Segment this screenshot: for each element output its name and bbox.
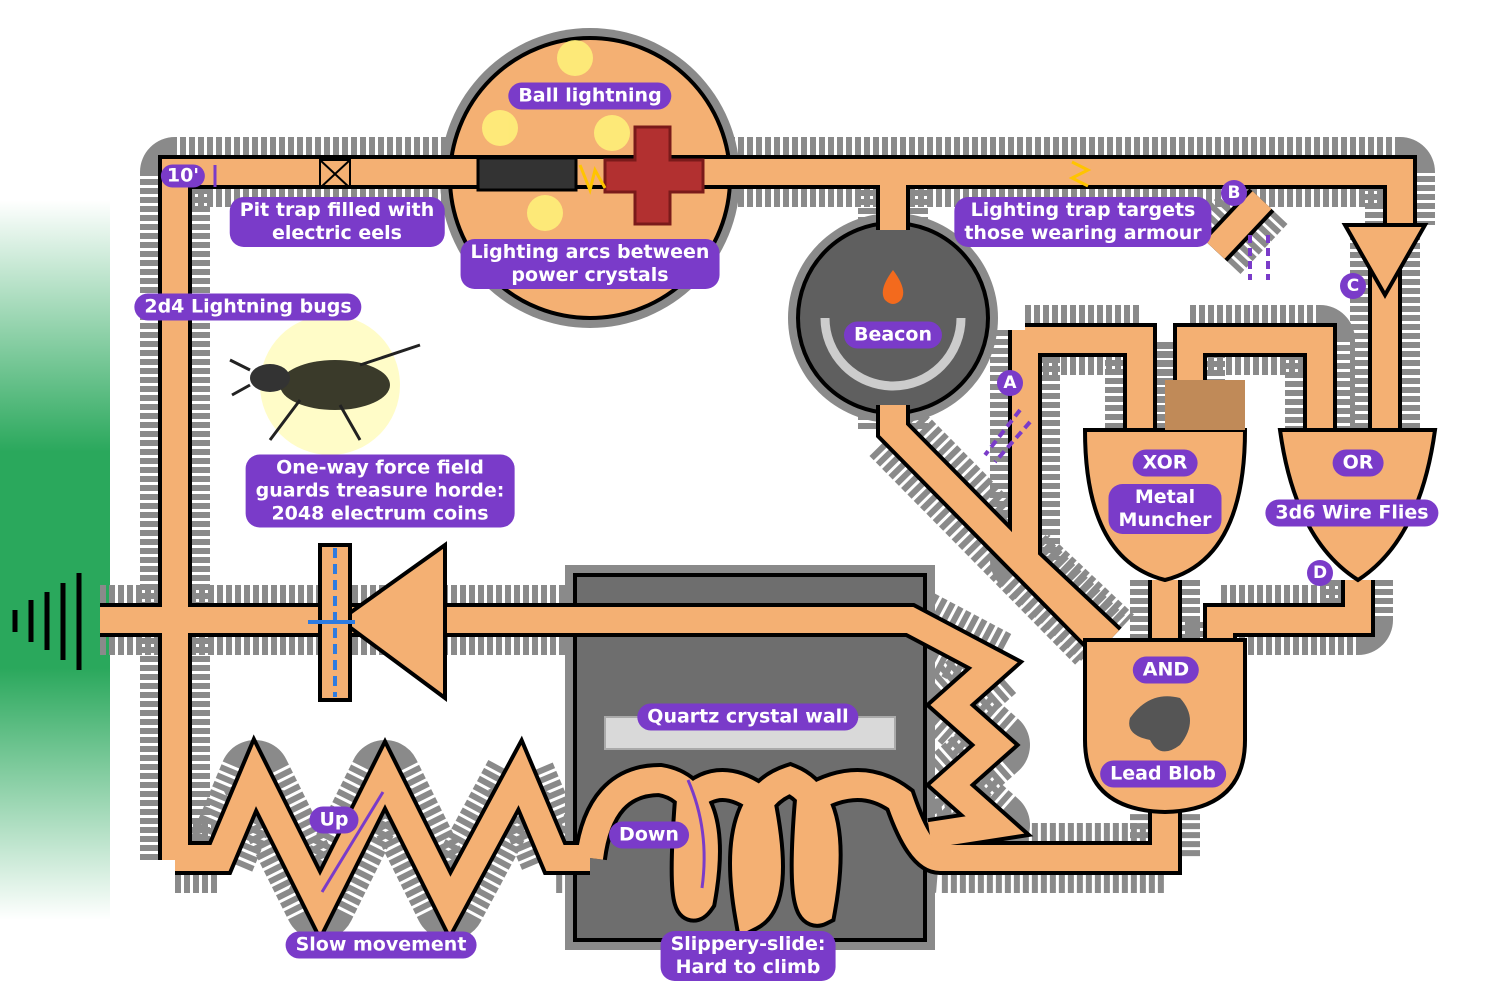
arcs-label: Lighting arcs between power crystals xyxy=(460,239,720,289)
corridor-quartz-upper xyxy=(595,607,1025,848)
up-arrow-icon xyxy=(320,791,385,893)
lightning-trap-icon xyxy=(1068,160,1092,188)
force-field-label: One-way force field guards treasure hord… xyxy=(245,454,515,528)
beacon-flame-icon xyxy=(882,270,904,304)
entrance-glow xyxy=(0,200,110,920)
marker-c: C xyxy=(1340,273,1366,299)
down-arrow-icon xyxy=(686,779,706,889)
corridor-or-out xyxy=(1207,580,1371,640)
beetle-head xyxy=(250,364,290,392)
secret-passage-b xyxy=(1248,235,1270,280)
lighting-trap-label: Lighting trap targets those wearing armo… xyxy=(954,197,1212,247)
marker-b: B xyxy=(1221,180,1247,206)
force-field-triangle xyxy=(336,541,447,702)
beacon-label: Beacon xyxy=(843,321,943,349)
ball-lightning-orbs xyxy=(482,40,630,231)
up-label: Up xyxy=(309,806,359,834)
wire-flies-label: 3d6 Wire Flies xyxy=(1265,499,1439,527)
marker-a: A xyxy=(997,370,1023,396)
shaded-passage xyxy=(1165,380,1245,430)
sound-waves-icon xyxy=(12,573,82,670)
corridor-zigzag xyxy=(175,743,590,935)
metal-muncher-label: Metal Muncher xyxy=(1108,484,1222,534)
lead-blob-label: Lead Blob xyxy=(1100,760,1226,788)
lightning-bugs-label: 2d4 Lightning bugs xyxy=(134,293,362,321)
slippery-slide-label: Slippery-slide: Hard to climb xyxy=(660,931,836,981)
lead-blob-icon xyxy=(1129,696,1190,752)
pit-trap-label: Pit trap filled with electric eels xyxy=(229,197,445,247)
ball-lightning-label: Ball lightning xyxy=(508,82,672,110)
beacon-arc xyxy=(820,317,966,391)
corridor-main-loop xyxy=(162,159,1413,860)
secret-passage-a xyxy=(983,408,1032,464)
red-crystal xyxy=(603,125,705,226)
corridor-a-branch xyxy=(1012,520,1119,650)
beetle-icon xyxy=(280,360,390,410)
or-label: OR xyxy=(1332,449,1384,477)
slow-movement-label: Slow movement xyxy=(285,931,477,959)
and-label: AND xyxy=(1132,656,1200,684)
pit-trap xyxy=(319,159,351,189)
down-label: Down xyxy=(609,821,689,849)
or-funnel xyxy=(1341,223,1429,300)
quartz-wall-label: Quartz crystal wall xyxy=(637,703,859,731)
beetle-legs xyxy=(229,343,421,441)
ten-foot-label: 10' xyxy=(160,164,206,188)
lightning-arc-icon xyxy=(578,164,607,195)
dark-crystal xyxy=(476,156,578,192)
pit-trap-cross xyxy=(319,159,351,189)
corridor-b-branch xyxy=(1205,191,1272,259)
xor-label: XOR xyxy=(1132,449,1198,477)
marker-d: D xyxy=(1307,560,1333,586)
